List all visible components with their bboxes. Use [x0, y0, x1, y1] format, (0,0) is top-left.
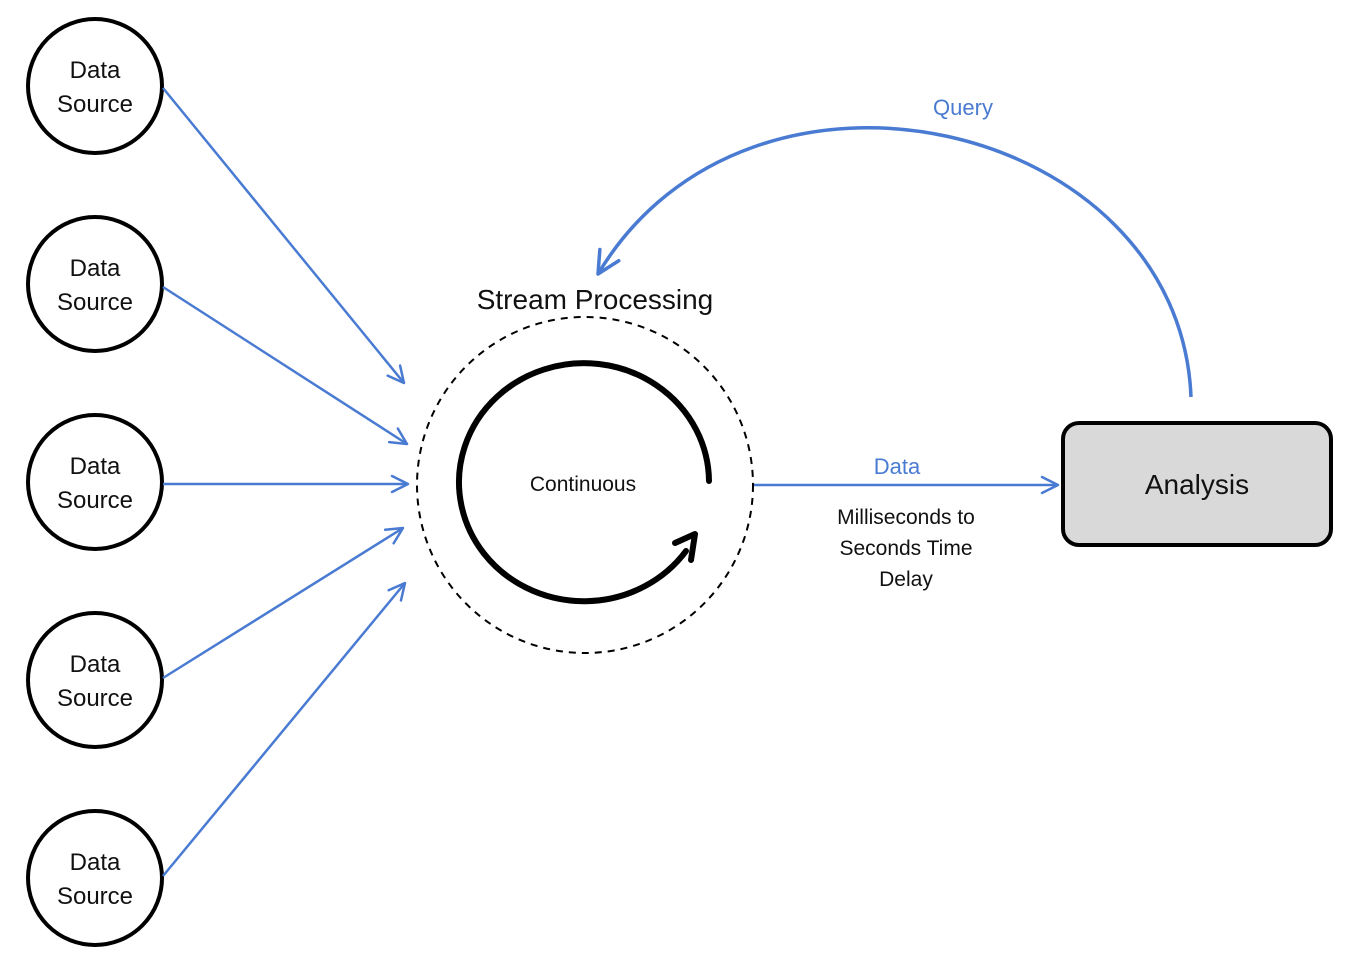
input-arrow-2	[162, 285, 409, 446]
data-source-label-line2: Source	[57, 487, 133, 514]
data-source-circle	[26, 17, 164, 155]
analysis-rect	[1061, 421, 1333, 547]
data-source-label-line2: Source	[57, 685, 133, 712]
continuous-cycle-arrowhead-icon	[672, 531, 698, 563]
stream-processing-title: Stream Processing	[477, 284, 714, 315]
continuous-label: Continuous	[530, 473, 636, 496]
input-arrow-5	[162, 581, 407, 877]
delay-label-line3: Delay	[879, 568, 933, 591]
data-source-2: Data Source	[26, 215, 164, 353]
input-arrow-4	[162, 526, 405, 680]
data-source-4: Data Source	[26, 611, 164, 749]
data-source-5: Data Source	[26, 809, 164, 947]
data-source-label-line1: Data	[70, 849, 121, 876]
analysis-label: Analysis	[1145, 469, 1249, 500]
data-source-circle	[26, 809, 164, 947]
continuous-cycle-icon	[456, 360, 712, 605]
data-source-circle	[26, 413, 164, 551]
data-source-label-line1: Data	[70, 651, 121, 678]
stream-processing-boundary	[416, 316, 754, 654]
data-source-circle	[26, 611, 164, 749]
data-source-label-line2: Source	[57, 289, 133, 316]
analysis-box: Analysis	[1061, 421, 1333, 547]
data-source-label-line1: Data	[70, 57, 121, 84]
delay-label-line1: Milliseconds to	[837, 506, 975, 529]
data-source-3: Data Source	[26, 413, 164, 551]
data-source-label-line1: Data	[70, 255, 121, 282]
output-data-label: Data	[874, 454, 921, 479]
data-source-1: Data Source	[26, 17, 164, 155]
delay-label-line2: Seconds Time	[839, 537, 972, 560]
data-source-circle	[26, 215, 164, 353]
data-source-label-line2: Source	[57, 883, 133, 910]
data-source-label-line2: Source	[57, 91, 133, 118]
query-label: Query	[933, 95, 993, 120]
query-feedback-arrow	[596, 126, 1193, 398]
input-arrow-1	[162, 87, 406, 385]
data-source-label-line1: Data	[70, 453, 121, 480]
